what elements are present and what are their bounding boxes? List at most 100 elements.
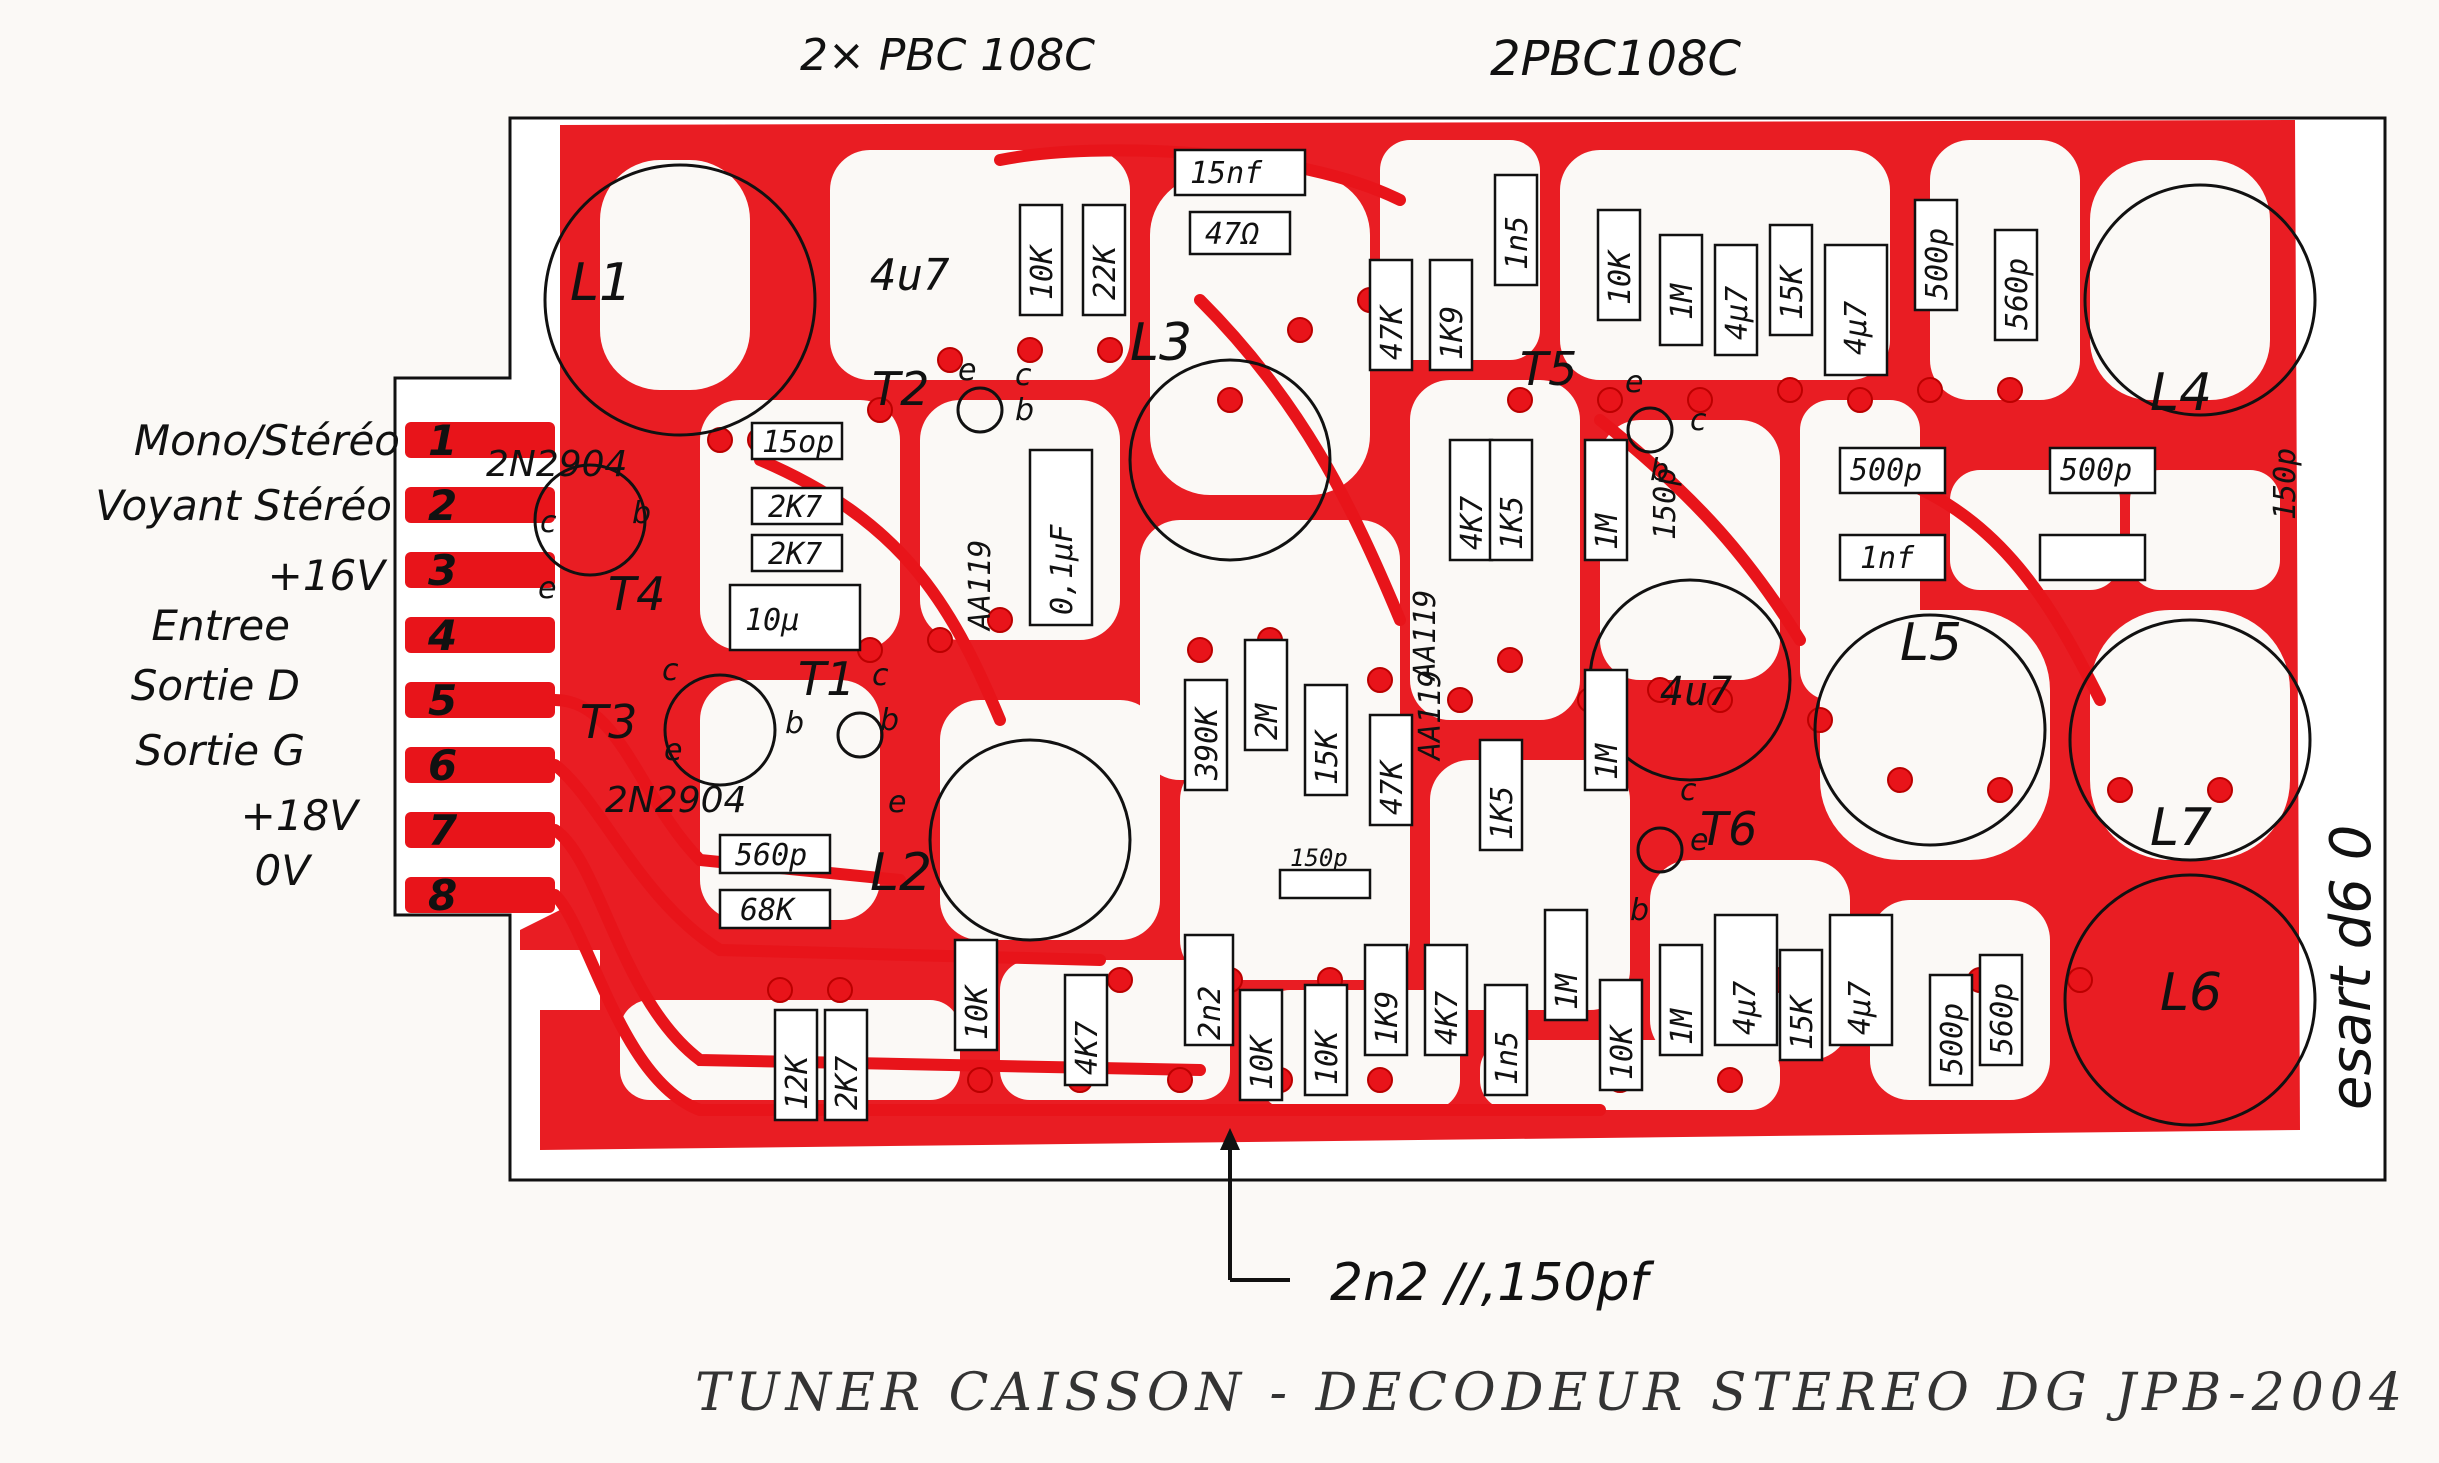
label-1m-mid: 1M xyxy=(1590,513,1625,550)
cap-15nf-top xyxy=(1173,148,1307,197)
res-1k5-mid xyxy=(1488,438,1534,562)
footer-caption: TUNER CAISSON - DECODEUR STEREO DG JPB-2… xyxy=(695,1363,2408,1423)
label-2k7-b: 2K7 xyxy=(768,537,822,572)
t1-pin-b: b xyxy=(880,703,899,738)
res-2k7-a xyxy=(750,486,844,526)
res-2m xyxy=(1243,638,1289,752)
label-4k7-bottom-b: 4K7 xyxy=(1430,991,1465,1045)
t2-pin-b: b xyxy=(1015,393,1034,428)
res-68k-left xyxy=(718,888,832,930)
res-47k-mid-b xyxy=(1448,438,1494,562)
cap-560p-left xyxy=(718,833,832,875)
transistor-t2-outline xyxy=(956,386,1004,434)
component-bodies xyxy=(718,148,2157,1122)
label-4u7-top: 4u7 xyxy=(870,250,950,301)
coil-l3-outline xyxy=(1128,358,1332,562)
res-15k-top xyxy=(1768,223,1814,337)
label-1k9-bottom: 1K9 xyxy=(1370,991,1405,1045)
cap-500p-bottom xyxy=(1928,973,1974,1087)
cap-4u7-top-b xyxy=(1823,243,1889,377)
t4-pin-e: e xyxy=(538,571,556,606)
label-500p-mid-b: 500p xyxy=(2060,453,2132,488)
res-1m-mid-b xyxy=(1583,668,1629,792)
pin-3: 3 xyxy=(428,546,457,595)
pin-1: 1 xyxy=(428,416,457,465)
signal-mono-stereo: Mono/Stéréo xyxy=(134,416,400,465)
coil-label-l5: L5 xyxy=(1900,613,1962,673)
cap-500p-mid xyxy=(1838,446,1947,495)
res-1m-mid xyxy=(1583,438,1629,562)
coil-label-l4: L4 xyxy=(2150,363,2212,423)
cap-1nf-mid-b xyxy=(2038,533,2147,582)
label-15k-bottom: 15K xyxy=(1785,994,1820,1050)
label-4k7-mid: 4K7 xyxy=(1455,496,1490,550)
t4-pin-c: c xyxy=(540,505,557,540)
label-2n2-bottom: 2n2 xyxy=(1193,986,1228,1040)
cap-150p-left xyxy=(750,421,844,461)
cap-0-1uf xyxy=(1028,448,1094,627)
transistor-type-t3: 2N2904 xyxy=(605,780,746,821)
label-22k-top: 22K xyxy=(1088,244,1123,300)
signal-0v: 0V xyxy=(255,846,314,895)
label-4k7-bottom: 4K7 xyxy=(1070,1021,1105,1075)
label-10k-bottom-d: 10K xyxy=(1605,1024,1640,1080)
cap-4u7-bottom-b xyxy=(1828,913,1894,1047)
label-15nf: 15nf xyxy=(1190,156,1263,191)
cap-500p-mid-b xyxy=(2048,446,2157,495)
t3-pin-b: b xyxy=(785,706,804,741)
res-12k-bottom xyxy=(773,1008,819,1122)
label-0-1uf: 0,1µF xyxy=(1045,524,1080,615)
t2-pin-c: c xyxy=(1015,358,1032,393)
coil-l5-outline xyxy=(1813,613,2047,847)
label-500p-bottom: 500p xyxy=(1935,1003,1970,1075)
cap-560p-top xyxy=(1993,228,2039,342)
cap-560p-bottom xyxy=(1978,953,2024,1067)
pin-8: 8 xyxy=(428,871,457,920)
res-10k-top-b xyxy=(1596,208,1642,322)
label-47k-mid: 47K xyxy=(1375,304,1410,360)
label-1m-top: 1M xyxy=(1665,283,1700,320)
transistor-t5-outline xyxy=(1626,406,1674,454)
transistor-t6-outline xyxy=(1636,826,1684,874)
cap-10u-left xyxy=(728,583,862,652)
label-1k9-mid: 1K9 xyxy=(1435,306,1470,360)
t1-pin-e: e xyxy=(888,785,906,820)
res-47k-lower xyxy=(1368,713,1414,827)
coil-l7-outline xyxy=(2068,618,2312,862)
res-10k-top xyxy=(1018,203,1064,317)
label-1m-mid-b: 1M xyxy=(1590,743,1625,780)
transistor-label-t1: T1 xyxy=(798,652,855,706)
label-2m: 2M xyxy=(1250,703,1285,740)
label-15k-top: 15K xyxy=(1775,264,1810,320)
cap-4u7-bottom xyxy=(1713,913,1779,1047)
label-1k5-mid: 1K5 xyxy=(1495,496,1530,550)
label-4u7-top-b: 4µ7 xyxy=(1720,286,1755,340)
coil-label-l3: L3 xyxy=(1130,313,1192,373)
connector-pin-numbers: 1 2 3 4 5 6 7 8 xyxy=(427,416,458,920)
t5-pin-c: c xyxy=(1690,403,1707,438)
signal-plus-18v: +18V xyxy=(241,791,362,840)
cap-4u7-top xyxy=(1713,243,1759,357)
res-1m-bottom xyxy=(1543,908,1589,1022)
transistor-label-t6: T6 xyxy=(1700,802,1757,856)
res-10k-bottom xyxy=(953,938,999,1052)
label-500p-top: 500p xyxy=(1920,228,1955,300)
coil-l4-outline xyxy=(2083,183,2317,417)
res-1k5-lower xyxy=(1478,738,1524,852)
t6-pin-b: b xyxy=(1630,893,1649,928)
t5-pin-b: b xyxy=(1650,453,1669,488)
pin-2: 2 xyxy=(428,481,457,530)
transistor-t1-outline xyxy=(836,711,884,759)
coil-l6-outline xyxy=(2063,873,2317,1127)
res-1k9-bottom xyxy=(1363,943,1409,1057)
signal-sortie-g: Sortie G xyxy=(136,726,306,775)
label-1k5-lower: 1K5 xyxy=(1485,786,1520,840)
label-aa119-lower: AA119 xyxy=(1408,590,1443,682)
transistor-label-t4: T4 xyxy=(608,567,665,621)
res-1m-top xyxy=(1658,233,1704,347)
transistor-label-t5: T5 xyxy=(1520,342,1577,396)
res-15k-lower xyxy=(1303,683,1349,797)
res-22k-top xyxy=(1081,203,1127,317)
label-1nf-mid: 1nf xyxy=(1860,541,1915,576)
pin-6: 6 xyxy=(428,741,457,790)
